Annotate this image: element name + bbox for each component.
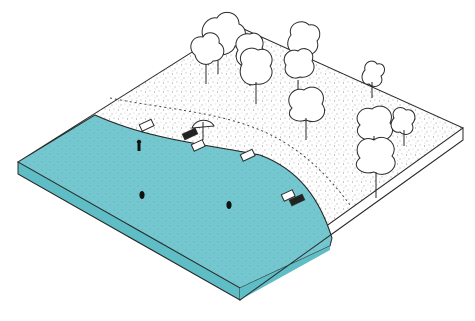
- front-bottom-edge: [17, 173, 241, 301]
- swimmer: [139, 191, 145, 199]
- tree: [190, 32, 225, 84]
- sea-area: [17, 114, 464, 301]
- beach-items: [138, 118, 306, 207]
- person-on-sand: [136, 139, 142, 151]
- water-stipple-texture: [18, 115, 332, 288]
- tree: [355, 136, 396, 198]
- swimmer: [226, 201, 232, 209]
- people: [136, 139, 232, 209]
- beach-towel: [280, 189, 296, 202]
- water-side-edge: [240, 246, 330, 300]
- tree-group: [190, 11, 416, 198]
- beach-towel: [239, 148, 256, 162]
- right-bottom-edge: [239, 139, 464, 301]
- beach-towel: [138, 118, 155, 132]
- beach-towel: [190, 139, 206, 152]
- tree: [288, 86, 326, 140]
- sunbed: [288, 193, 306, 207]
- sunbed: [181, 127, 199, 141]
- dune-line: [109, 97, 351, 206]
- tree: [239, 47, 273, 104]
- tree: [361, 60, 385, 98]
- tree: [390, 107, 416, 146]
